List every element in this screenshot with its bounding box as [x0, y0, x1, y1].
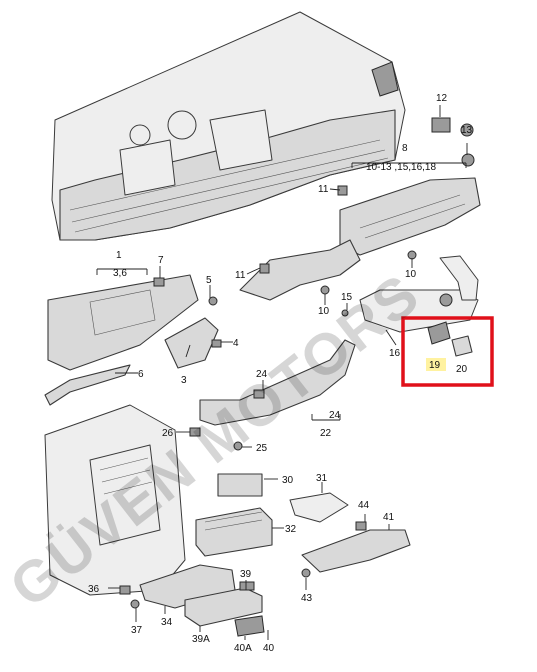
callout-7: 7: [158, 255, 164, 266]
callout-25: 25: [256, 443, 268, 454]
callout-8-sub: 10-13 ,15,16,18: [366, 162, 436, 173]
callout-30: 30: [282, 475, 294, 486]
part-6-trim-strip: [44, 364, 131, 406]
callout-41: 41: [383, 512, 395, 523]
callout-10-b: 10: [318, 306, 330, 317]
part-8-glove-box-frame: [339, 177, 481, 256]
part-19-20-detail: [427, 321, 473, 357]
part-41-tray: [301, 529, 411, 573]
callout-10-a: 10: [405, 269, 417, 280]
callout-44: 44: [358, 500, 370, 511]
part-32-housing: [195, 507, 273, 557]
highlight-box: [401, 316, 494, 387]
callout-labels: 1 3,6 7 5 4 3 6 8 10-13 ,15,16,18 11 12 …: [88, 93, 473, 654]
callout-5: 5: [206, 275, 212, 286]
callout-4: 4: [233, 338, 239, 349]
callout-1: 1: [116, 250, 122, 261]
center-console: [44, 404, 186, 596]
callout-40A: 40A: [234, 643, 252, 654]
callout-34: 34: [161, 617, 173, 628]
callout-19: 19: [429, 360, 441, 371]
callout-39: 39: [240, 569, 252, 580]
callout-6: 6: [138, 369, 144, 380]
leader-lines: [96, 105, 468, 640]
callout-12: 12: [436, 93, 448, 104]
callout-16: 16: [389, 348, 401, 359]
callout-43: 43: [301, 593, 313, 604]
part-19-tag: [426, 358, 446, 371]
dashboard-panel: [51, 11, 406, 241]
part-16-glove-box-lid: [359, 255, 479, 333]
part-1-lower-panel: [47, 274, 199, 371]
callout-11-b: 11: [235, 270, 246, 281]
callout-1-sub: 3,6: [113, 268, 127, 279]
callout-36: 36: [88, 584, 100, 595]
callout-40: 40: [263, 643, 275, 654]
part-31: [289, 492, 349, 523]
callout-32: 32: [285, 524, 297, 535]
callout-8: 8: [402, 143, 408, 154]
callout-3: 3: [181, 375, 187, 386]
callout-24-b: 24: [329, 410, 341, 421]
callout-26: 26: [162, 428, 174, 439]
callout-31: 31: [316, 473, 328, 484]
part-30: [217, 473, 263, 497]
callout-13: 13: [461, 125, 473, 136]
part-3-bracket: [164, 317, 219, 369]
part-cross-member: [239, 239, 361, 301]
callout-37: 37: [131, 625, 143, 636]
callout-15: 15: [341, 292, 353, 303]
callout-22: 22: [320, 428, 332, 439]
callout-11-a: 11: [318, 184, 329, 195]
part-22-lower-trim: [199, 339, 356, 426]
callout-39A: 39A: [192, 634, 210, 645]
callout-24-a: 24: [256, 369, 268, 380]
callout-20: 20: [456, 364, 468, 375]
